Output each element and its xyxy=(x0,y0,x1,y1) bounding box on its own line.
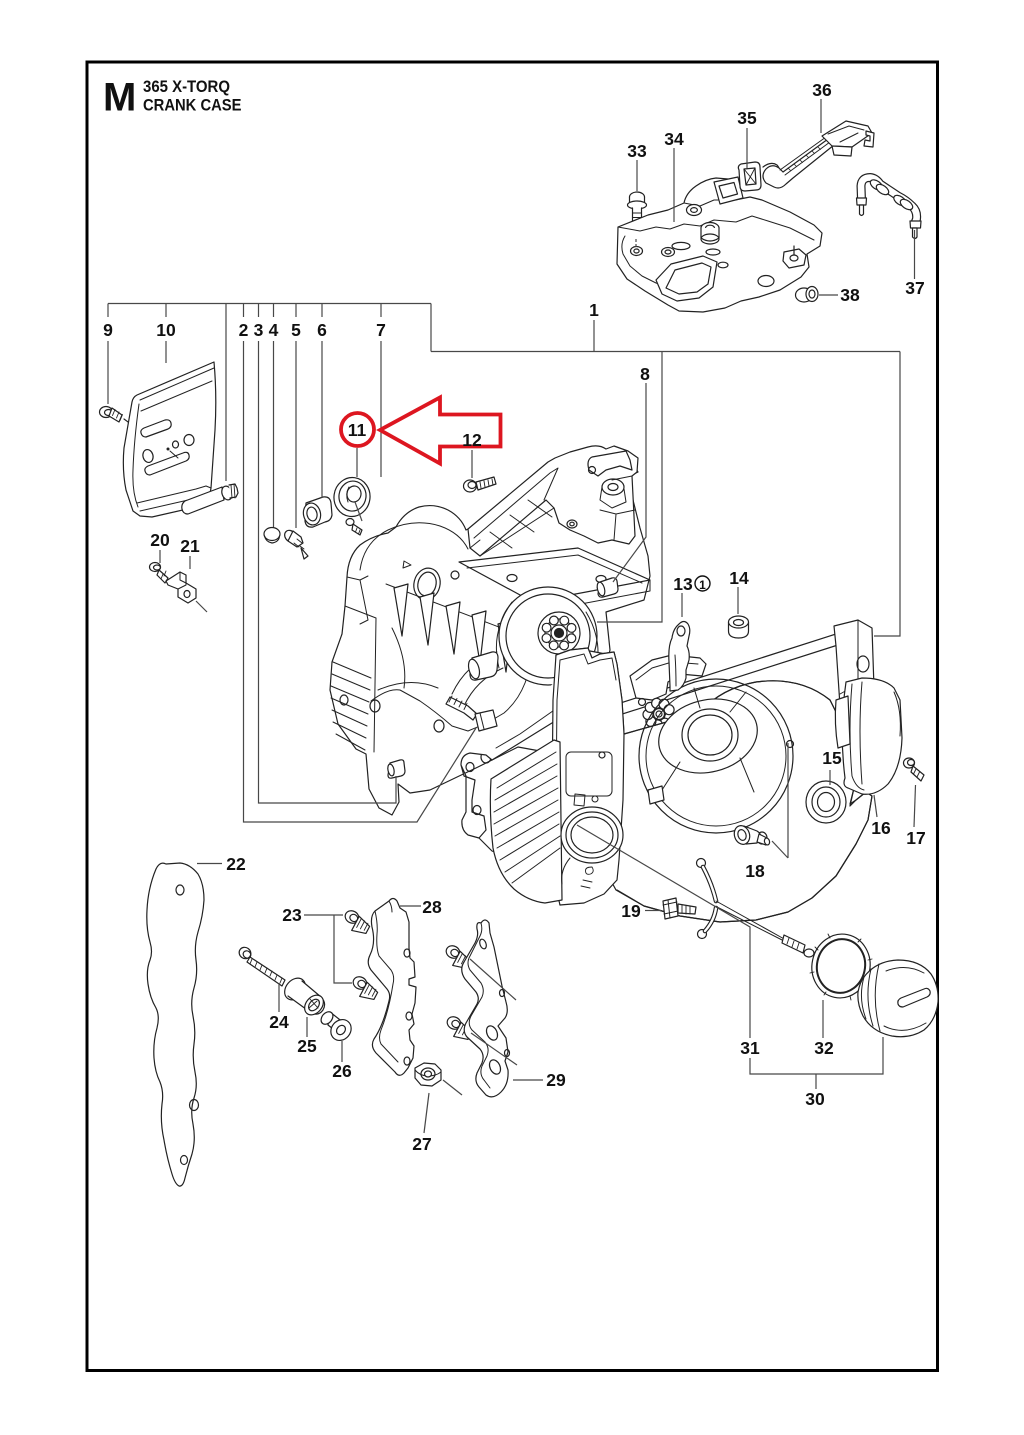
svg-text:14: 14 xyxy=(729,568,749,588)
svg-text:CRANK CASE: CRANK CASE xyxy=(143,97,242,115)
svg-text:33: 33 xyxy=(627,141,647,161)
svg-text:2: 2 xyxy=(239,320,249,340)
svg-text:12: 12 xyxy=(462,430,482,450)
svg-text:20: 20 xyxy=(150,530,170,550)
svg-text:28: 28 xyxy=(422,897,442,917)
svg-text:31: 31 xyxy=(740,1038,760,1058)
svg-text:11: 11 xyxy=(348,420,367,440)
svg-text:13: 13 xyxy=(673,574,693,594)
svg-text:6: 6 xyxy=(317,320,327,340)
svg-text:25: 25 xyxy=(297,1036,317,1056)
svg-text:32: 32 xyxy=(814,1038,834,1058)
svg-text:M: M xyxy=(103,76,136,120)
svg-text:22: 22 xyxy=(226,854,246,874)
svg-text:37: 37 xyxy=(905,278,924,298)
svg-text:34: 34 xyxy=(664,129,684,149)
svg-text:5: 5 xyxy=(291,320,301,340)
svg-text:1: 1 xyxy=(699,578,706,592)
svg-text:1: 1 xyxy=(589,300,599,320)
svg-text:365 X-TORQ: 365 X-TORQ xyxy=(143,78,230,96)
svg-text:27: 27 xyxy=(412,1134,431,1154)
svg-text:24: 24 xyxy=(269,1012,289,1032)
svg-text:17: 17 xyxy=(906,828,925,848)
svg-text:35: 35 xyxy=(737,108,757,128)
svg-text:21: 21 xyxy=(180,536,200,556)
svg-text:3: 3 xyxy=(254,320,264,340)
svg-text:23: 23 xyxy=(282,905,302,925)
svg-text:30: 30 xyxy=(805,1089,825,1109)
svg-text:4: 4 xyxy=(269,320,279,340)
svg-text:26: 26 xyxy=(332,1061,352,1081)
svg-text:36: 36 xyxy=(812,80,832,100)
svg-text:7: 7 xyxy=(376,320,386,340)
svg-text:16: 16 xyxy=(871,818,891,838)
svg-text:9: 9 xyxy=(103,320,113,340)
svg-text:19: 19 xyxy=(621,901,641,921)
svg-text:8: 8 xyxy=(640,364,650,384)
svg-text:18: 18 xyxy=(745,861,765,881)
svg-text:15: 15 xyxy=(822,748,842,768)
svg-text:10: 10 xyxy=(156,320,176,340)
svg-text:38: 38 xyxy=(840,285,860,305)
svg-text:29: 29 xyxy=(546,1070,566,1090)
